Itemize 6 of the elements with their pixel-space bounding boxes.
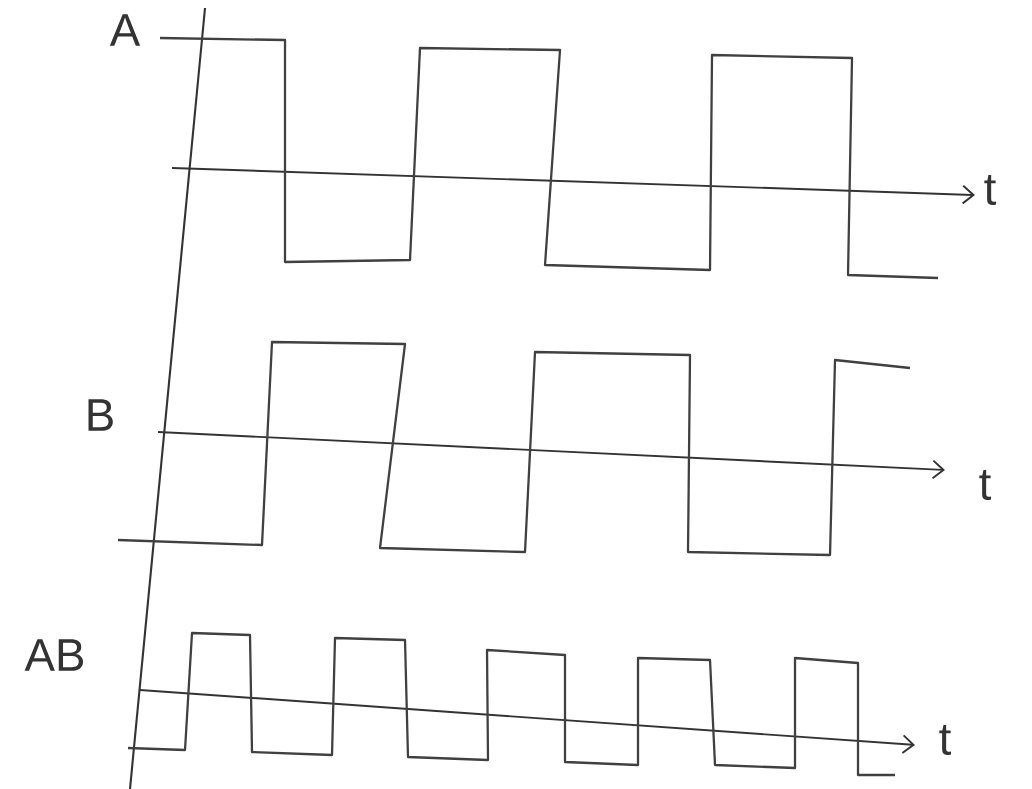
signal-label: B (88, 399, 113, 431)
axis-label: t (939, 725, 952, 755)
axis-label: t (984, 175, 997, 205)
signal-label: A (109, 14, 141, 46)
axis-label: t (979, 470, 992, 500)
signal-label: AB (24, 639, 84, 671)
